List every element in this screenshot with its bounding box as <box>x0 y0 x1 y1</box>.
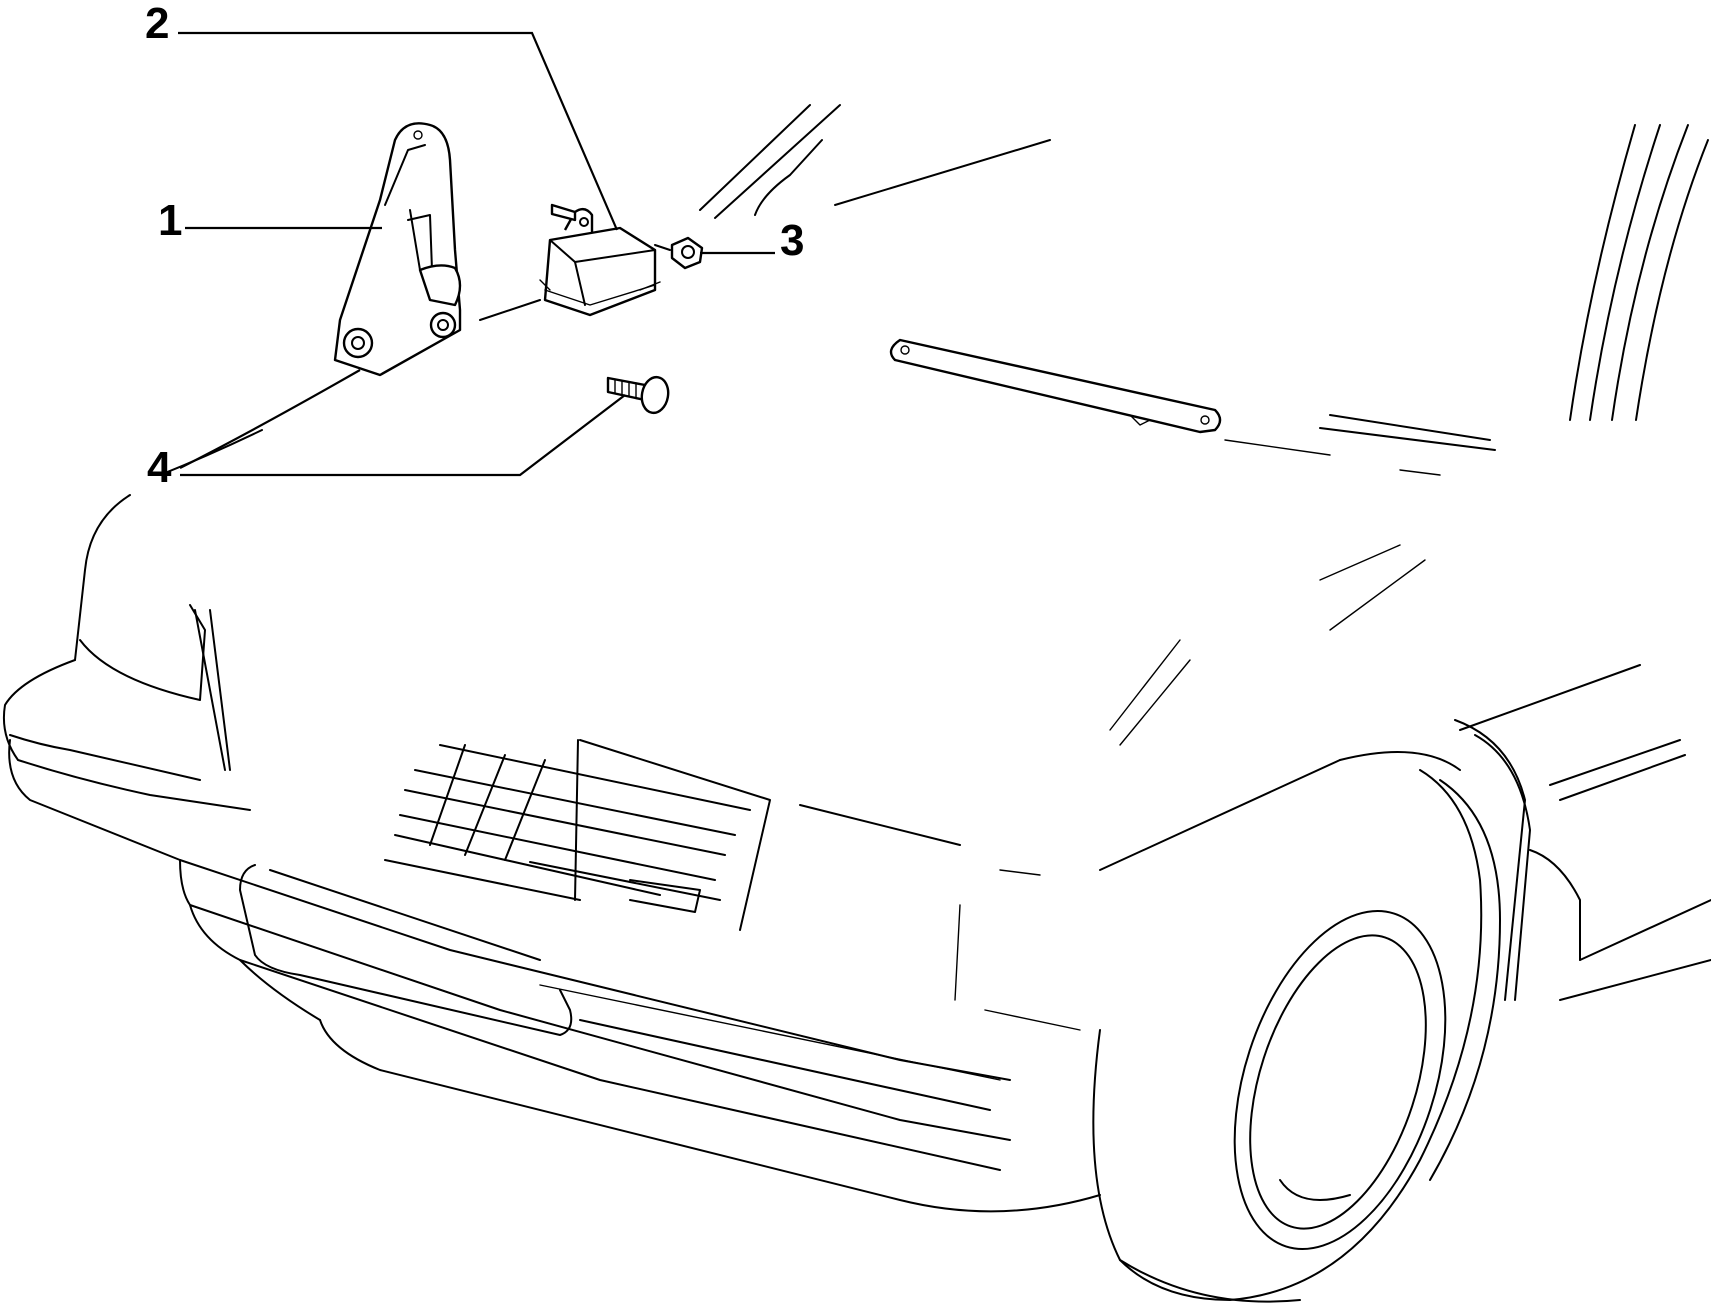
callout-number-1: 1 <box>158 196 182 245</box>
part-3-nut <box>670 236 704 270</box>
front-wheel <box>1092 719 1711 1303</box>
assembly-guide-line <box>479 299 541 321</box>
front-bumper <box>8 739 1101 1213</box>
callout-number-4: 4 <box>147 443 172 492</box>
grille <box>384 739 771 931</box>
leader-line-2 <box>178 31 619 231</box>
callout-leaders <box>178 31 775 477</box>
part-1-bracket <box>333 122 462 377</box>
leader-line-4 <box>179 369 626 477</box>
part-2-module-box <box>539 203 661 317</box>
hood-rod <box>889 338 1222 434</box>
assembly-guide-line <box>654 244 671 251</box>
callout-number-2: 2 <box>145 0 169 48</box>
car-body-outline <box>2 104 1711 1303</box>
part-4-bolt <box>606 375 670 415</box>
callout-number-3: 3 <box>780 216 804 265</box>
